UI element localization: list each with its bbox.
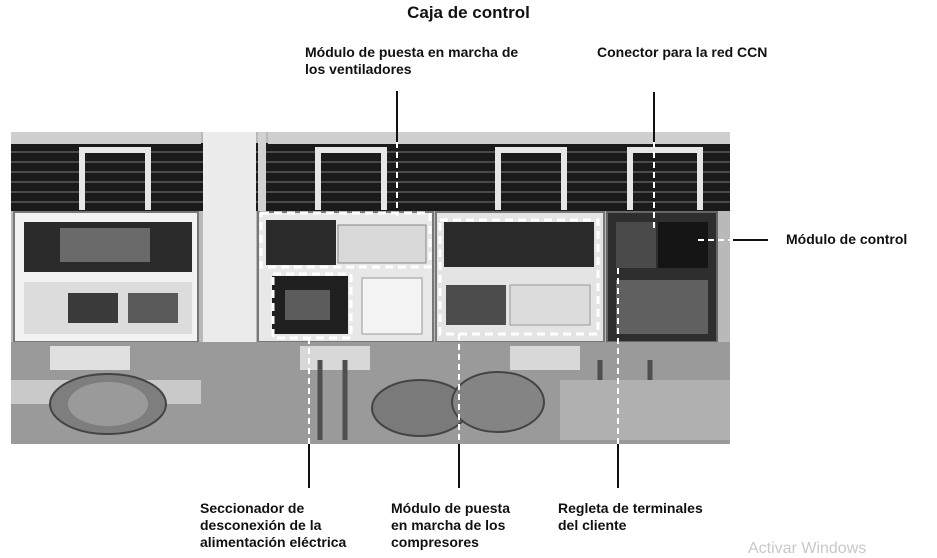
right-compressor — [451, 371, 545, 433]
diagram-title: Caja de control — [407, 3, 530, 22]
top-brackets — [79, 147, 703, 210]
leader-lines-dashed — [308, 142, 730, 444]
label-fan-module: Módulo de puesta en marcha de los ventil… — [305, 44, 519, 77]
label-control-module: Módulo de control — [786, 231, 908, 247]
leader-lines — [308, 91, 768, 488]
disconnect-box — [271, 272, 353, 340]
windows-activation-watermark: Activar Windows — [748, 540, 867, 557]
fan-module-box — [259, 211, 432, 269]
label-compressor-module: Módulo de puesta en marcha de los compre… — [391, 500, 510, 550]
label-terminal-strip: Regleta de terminales del cliente — [558, 500, 703, 533]
compressor-module-box — [438, 218, 600, 336]
highlight-boxes — [259, 211, 600, 340]
louver-band — [11, 143, 730, 211]
label-disconnect: Seccionador de desconexión de la aliment… — [200, 500, 347, 550]
label-ccn-connector: Conector para la red CCN — [597, 44, 768, 60]
